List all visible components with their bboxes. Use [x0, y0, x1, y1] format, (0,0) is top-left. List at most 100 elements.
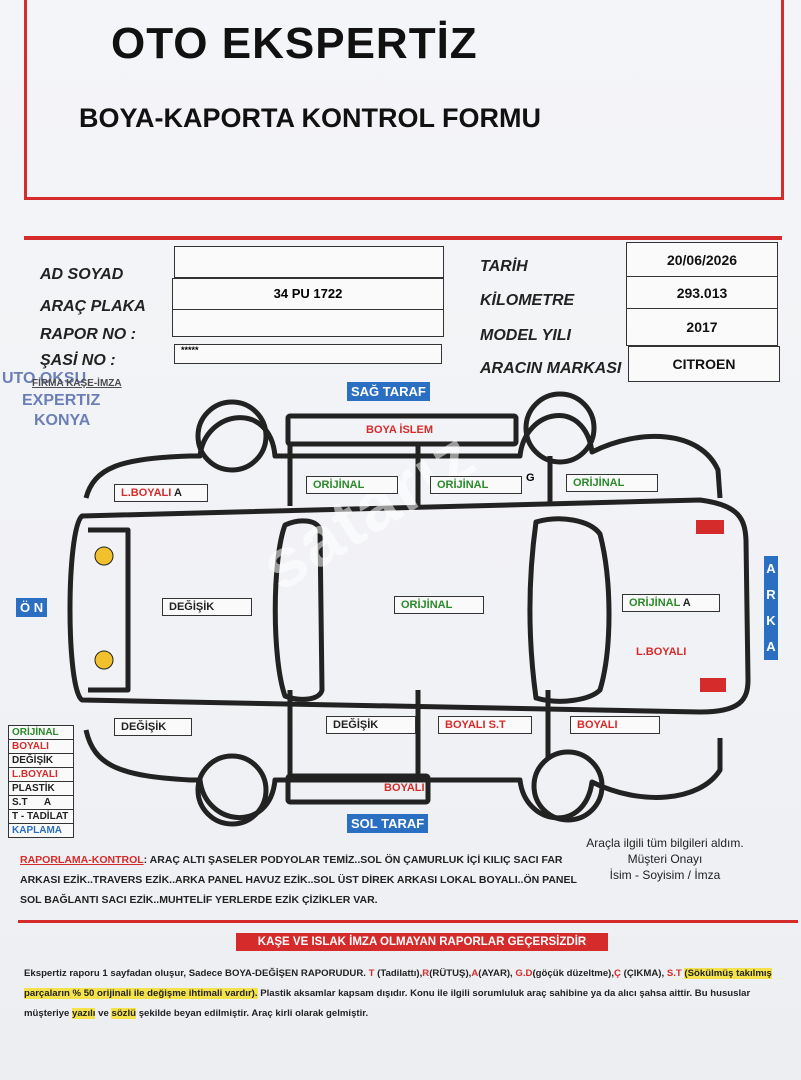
left-front-wheel	[195, 753, 269, 827]
boya-islem-label: BOYA İSLEM	[366, 424, 434, 436]
footer-yazili: yazılı	[72, 1008, 96, 1019]
top-view-body	[67, 497, 751, 715]
part-rear-bumper: L.BOYALI	[636, 646, 687, 658]
part-right-rear-door-status: ORİJİNAL	[437, 479, 489, 491]
kilometre-field[interactable]: 293.013	[626, 276, 778, 310]
front-grill	[88, 527, 131, 693]
part-trunk-tag: A	[682, 597, 691, 609]
title-box: OTO EKSPERTİZ BOYA-KAPORTA KONTROL FORMU	[24, 0, 784, 200]
right-rear-wheel	[523, 391, 597, 465]
left-roofline	[285, 773, 431, 805]
sag-taraf-label: SAĞ TARAF	[347, 382, 430, 401]
part-right-rear-door[interactable]: ORİJİNAL	[430, 476, 522, 494]
arka-letter-4: A	[766, 639, 776, 654]
footer-t: T	[368, 968, 375, 979]
legend-item: S.T A	[8, 796, 74, 810]
marka-label: ARACIN MARKASI	[480, 360, 622, 377]
validity-banner: KAŞE VE ISLAK İMZA OLMAYAN RAPORLAR GEÇE…	[236, 933, 608, 951]
consent-line-2: Müşteri Onayı	[627, 852, 703, 866]
report-key: RAPORLAMA-KONTROL	[20, 854, 144, 866]
headlight-right	[94, 546, 114, 566]
legend-item: ORİJİNAL	[8, 725, 74, 740]
sol-taraf-label: SOL TARAF	[347, 814, 429, 833]
right-roofline	[285, 413, 519, 447]
arac-plaka-value: 34 PU 1722	[273, 286, 343, 301]
part-hood-status: DEĞİŞİK	[169, 601, 215, 613]
legend-item: L.BOYALI	[8, 768, 74, 782]
part-left-front-door[interactable]: DEĞİŞİK	[326, 716, 416, 734]
taillight-right	[696, 520, 724, 534]
sasi-no-field[interactable]: *****	[174, 344, 442, 364]
part-left-rear-fender[interactable]: BOYALI	[570, 716, 660, 734]
left-rear-wheel	[531, 749, 605, 823]
legend: ORİJİNAL BOYALI DEĞİŞİK L.BOYALI PLASTİK…	[8, 725, 74, 838]
part-right-front-door[interactable]: ORİJİNAL	[306, 476, 398, 494]
model-yili-label: MODEL YILI	[480, 327, 571, 344]
model-yili-value: 2017	[686, 319, 718, 335]
part-roof[interactable]: ORİJİNAL	[394, 596, 484, 614]
stamp-line-3: KONYA	[34, 412, 91, 429]
part-left-rear-door-status: BOYALI S.T	[445, 719, 506, 731]
marka-field[interactable]: CITROEN	[628, 346, 780, 382]
right-side-profile	[83, 413, 723, 499]
marka-value: CITROEN	[672, 356, 736, 372]
rear-window	[527, 516, 612, 704]
arac-plaka-field[interactable]: 34 PU 1722	[172, 278, 444, 310]
rapor-no-label: RAPOR NO :	[40, 326, 136, 343]
footer-p3: şekilde beyan edilmiştir. Araç kirli ola…	[138, 1008, 369, 1019]
page-title: OTO EKSPERTİZ	[111, 19, 478, 68]
footer-gd-desc: (göçük düzeltme),	[532, 968, 615, 979]
footer-c-desc: (ÇIKMA),	[623, 968, 665, 979]
part-right-front-door-status: ORİJİNAL	[313, 479, 365, 491]
part-left-rear-fender-status: BOYALI	[577, 719, 618, 731]
rapor-no-field[interactable]	[172, 309, 444, 337]
headlight-left	[94, 650, 114, 670]
kilometre-label: KİLOMETRE	[480, 292, 575, 309]
part-hood[interactable]: DEĞİŞİK	[162, 598, 252, 616]
consent-line-3: İsim - Soyisim / İmza	[609, 868, 721, 882]
tarih-field[interactable]: 20/06/2026	[626, 242, 778, 278]
footer-t-desc: (Tadilattı),	[377, 968, 423, 979]
part-trunk[interactable]: ORİJİNAL A	[622, 594, 720, 612]
report-notes: RAPORLAMA-KONTROL: ARAÇ ALTI ŞASELER POD…	[20, 850, 580, 910]
legend-item: BOYALI	[8, 740, 74, 754]
windscreen	[272, 518, 325, 702]
part-left-front-fender-status: DEĞİŞİK	[121, 721, 167, 733]
model-yili-field[interactable]: 2017	[626, 308, 778, 346]
stamp-line-2: EXPERTIZ	[22, 392, 101, 409]
part-left-front-fender[interactable]: DEĞİŞİK	[114, 718, 192, 736]
taillight-left	[700, 678, 726, 692]
part-left-rear-door[interactable]: BOYALI S.T	[438, 716, 532, 734]
part-right-rear-fender-status: ORİJİNAL	[573, 477, 625, 489]
arka-letter-2: R	[766, 587, 776, 602]
part-roof-status: ORİJİNAL	[401, 599, 453, 611]
legend-item: T - TADİLAT	[8, 810, 74, 824]
footer-st: S.T	[666, 968, 682, 979]
footer-sozlu: sözlü	[111, 1008, 137, 1019]
legend-item: DEĞİŞİK	[8, 754, 74, 768]
part-trunk-status: ORİJİNAL	[629, 597, 681, 609]
footer-c: Ç	[614, 968, 621, 979]
sol-boyali-label: BOYALI	[384, 782, 425, 794]
part-right-rear-fender[interactable]: ORİJİNAL	[566, 474, 658, 492]
part-right-front-fender-tag: A	[173, 487, 182, 499]
legend-item: PLASTİK	[8, 782, 74, 796]
legend-item: KAPLAMA	[8, 824, 74, 838]
ad-soyad-field[interactable]	[174, 246, 444, 278]
footer-gd: G.D	[515, 968, 533, 979]
part-right-rear-door-tag: G	[526, 472, 535, 484]
arac-plaka-label: ARAÇ PLAKA	[40, 298, 146, 315]
footer-a-desc: (AYAR),	[478, 968, 513, 979]
tarih-value: 20/06/2026	[666, 252, 738, 268]
footer-a: A	[471, 968, 479, 979]
footer-ve: ve	[98, 1008, 109, 1019]
stamp-firma-label: FİRMA KAŞE-İMZA	[32, 378, 122, 389]
part-right-front-fender[interactable]: L.BOYALI A	[114, 484, 208, 502]
right-front-wheel	[195, 399, 269, 473]
customer-consent: Araçla ilgili tüm bilgileri aldım. Müşte…	[560, 835, 770, 883]
arka-label: A R K A	[764, 556, 778, 660]
on-label: Ö N	[16, 598, 48, 617]
report-text: : ARAÇ ALTI ŞASELER PODYOLAR TEMİZ..SOL …	[20, 854, 577, 906]
